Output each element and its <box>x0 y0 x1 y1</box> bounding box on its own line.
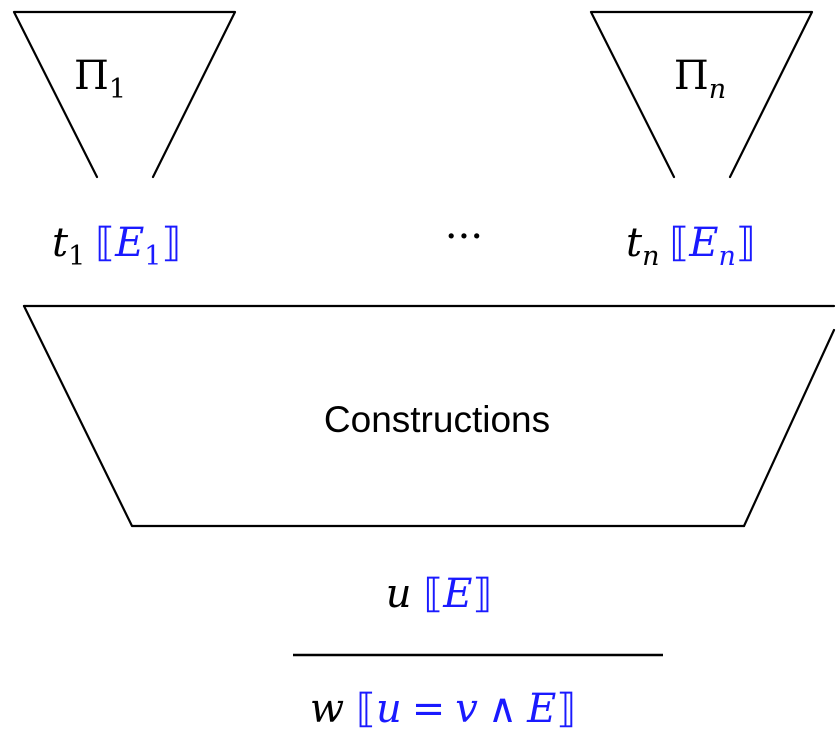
right-subproof-label: Πn <box>674 53 726 105</box>
premise-ellipsis: ··· <box>445 214 483 260</box>
constructions-label: Constructions <box>324 399 550 440</box>
result: w⟦u=v∧E⟧ <box>310 686 576 732</box>
left-subproof-outline <box>12 10 237 179</box>
right-subproof: Πn <box>589 10 814 179</box>
constructions-right-side <box>742 328 836 528</box>
conclusion: u⟦E⟧ <box>386 571 493 617</box>
right-premise: tn⟦En⟧ <box>626 220 756 272</box>
left-subproof: Π1 <box>12 10 237 179</box>
left-subproof-label: Π1 <box>74 53 126 105</box>
constructions-box: Constructions <box>22 304 836 528</box>
constructions-left-side <box>22 304 746 528</box>
left-premise: t1⟦E1⟧ <box>52 220 181 272</box>
right-subproof-outline <box>589 10 814 179</box>
